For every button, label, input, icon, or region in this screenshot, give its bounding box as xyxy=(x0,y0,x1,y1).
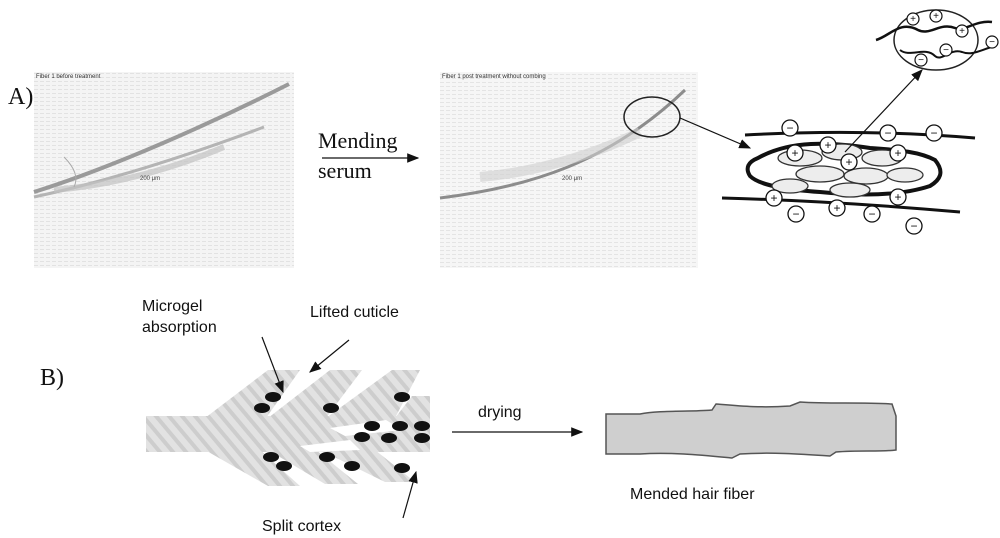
svg-text:+: + xyxy=(791,146,798,160)
svg-text:−: − xyxy=(943,45,949,56)
svg-text:+: + xyxy=(833,201,840,215)
svg-text:+: + xyxy=(770,191,777,205)
lifted-cuticle-label: Lifted cuticle xyxy=(310,302,399,323)
svg-text:+: + xyxy=(845,155,852,169)
svg-text:−: − xyxy=(868,207,875,221)
drying-label: drying xyxy=(478,402,522,423)
svg-text:−: − xyxy=(989,37,995,48)
svg-text:−: − xyxy=(918,55,924,66)
svg-text:−: − xyxy=(792,207,799,221)
svg-text:+: + xyxy=(894,190,901,204)
svg-text:+: + xyxy=(959,26,965,37)
cuticle-pointer xyxy=(310,340,349,372)
microgel-absorption-line2: absorption xyxy=(142,317,217,338)
mended-hair-fiber xyxy=(606,402,896,458)
charged-fiber-schematic: −−− +++ +++ +−− − xyxy=(722,120,975,234)
svg-text:−: − xyxy=(930,126,937,140)
zoom-circle xyxy=(624,97,680,137)
svg-text:+: + xyxy=(933,11,939,22)
microgel-absorption-line1: Microgel xyxy=(142,296,217,317)
mended-fiber-label: Mended hair fiber xyxy=(630,484,755,505)
split-cortex-label: Split cortex xyxy=(262,516,341,537)
inset-polymer-chains: + + + − − − xyxy=(876,10,998,70)
svg-text:+: + xyxy=(824,138,831,152)
svg-text:−: − xyxy=(786,121,793,135)
microgel-absorption-label: Microgel absorption xyxy=(142,296,217,338)
zoom-arrow xyxy=(680,118,750,148)
panel-b-label: B) xyxy=(40,365,64,392)
svg-text:+: + xyxy=(894,146,901,160)
svg-text:−: − xyxy=(884,126,891,140)
svg-text:+: + xyxy=(910,14,916,25)
svg-text:−: − xyxy=(910,219,917,233)
